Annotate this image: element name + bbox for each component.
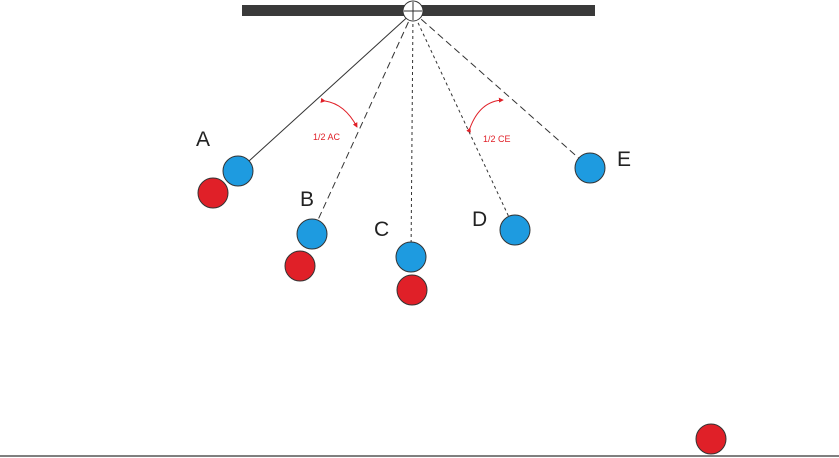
blue-bob-b (296, 218, 328, 250)
pivot-icon (402, 0, 424, 22)
position-label-b: B (300, 188, 314, 211)
angle-label-ac: 1/2 AC (313, 132, 341, 142)
position-label-e: E (617, 148, 631, 171)
red-ball-ground (695, 423, 727, 455)
string-c (410, 11, 414, 258)
position-label-d: D (472, 208, 487, 231)
blue-bob-c (395, 241, 427, 273)
angle-label-ce: 1/2 CE (483, 134, 511, 144)
position-label-a: A (196, 128, 210, 151)
string-d (412, 11, 516, 231)
string-a (237, 11, 414, 172)
red-ball-a (197, 177, 229, 209)
blue-bob-e (574, 152, 606, 184)
angle-arc-ce (466, 97, 504, 133)
red-ball-b (284, 250, 316, 282)
red-ball-c (396, 274, 428, 306)
angle-arc-ac (320, 97, 358, 128)
string-e (412, 11, 591, 169)
blue-bob-d (499, 214, 531, 246)
string-b (311, 11, 414, 234)
position-label-c: C (374, 218, 389, 241)
blue-bob-a (222, 155, 254, 187)
